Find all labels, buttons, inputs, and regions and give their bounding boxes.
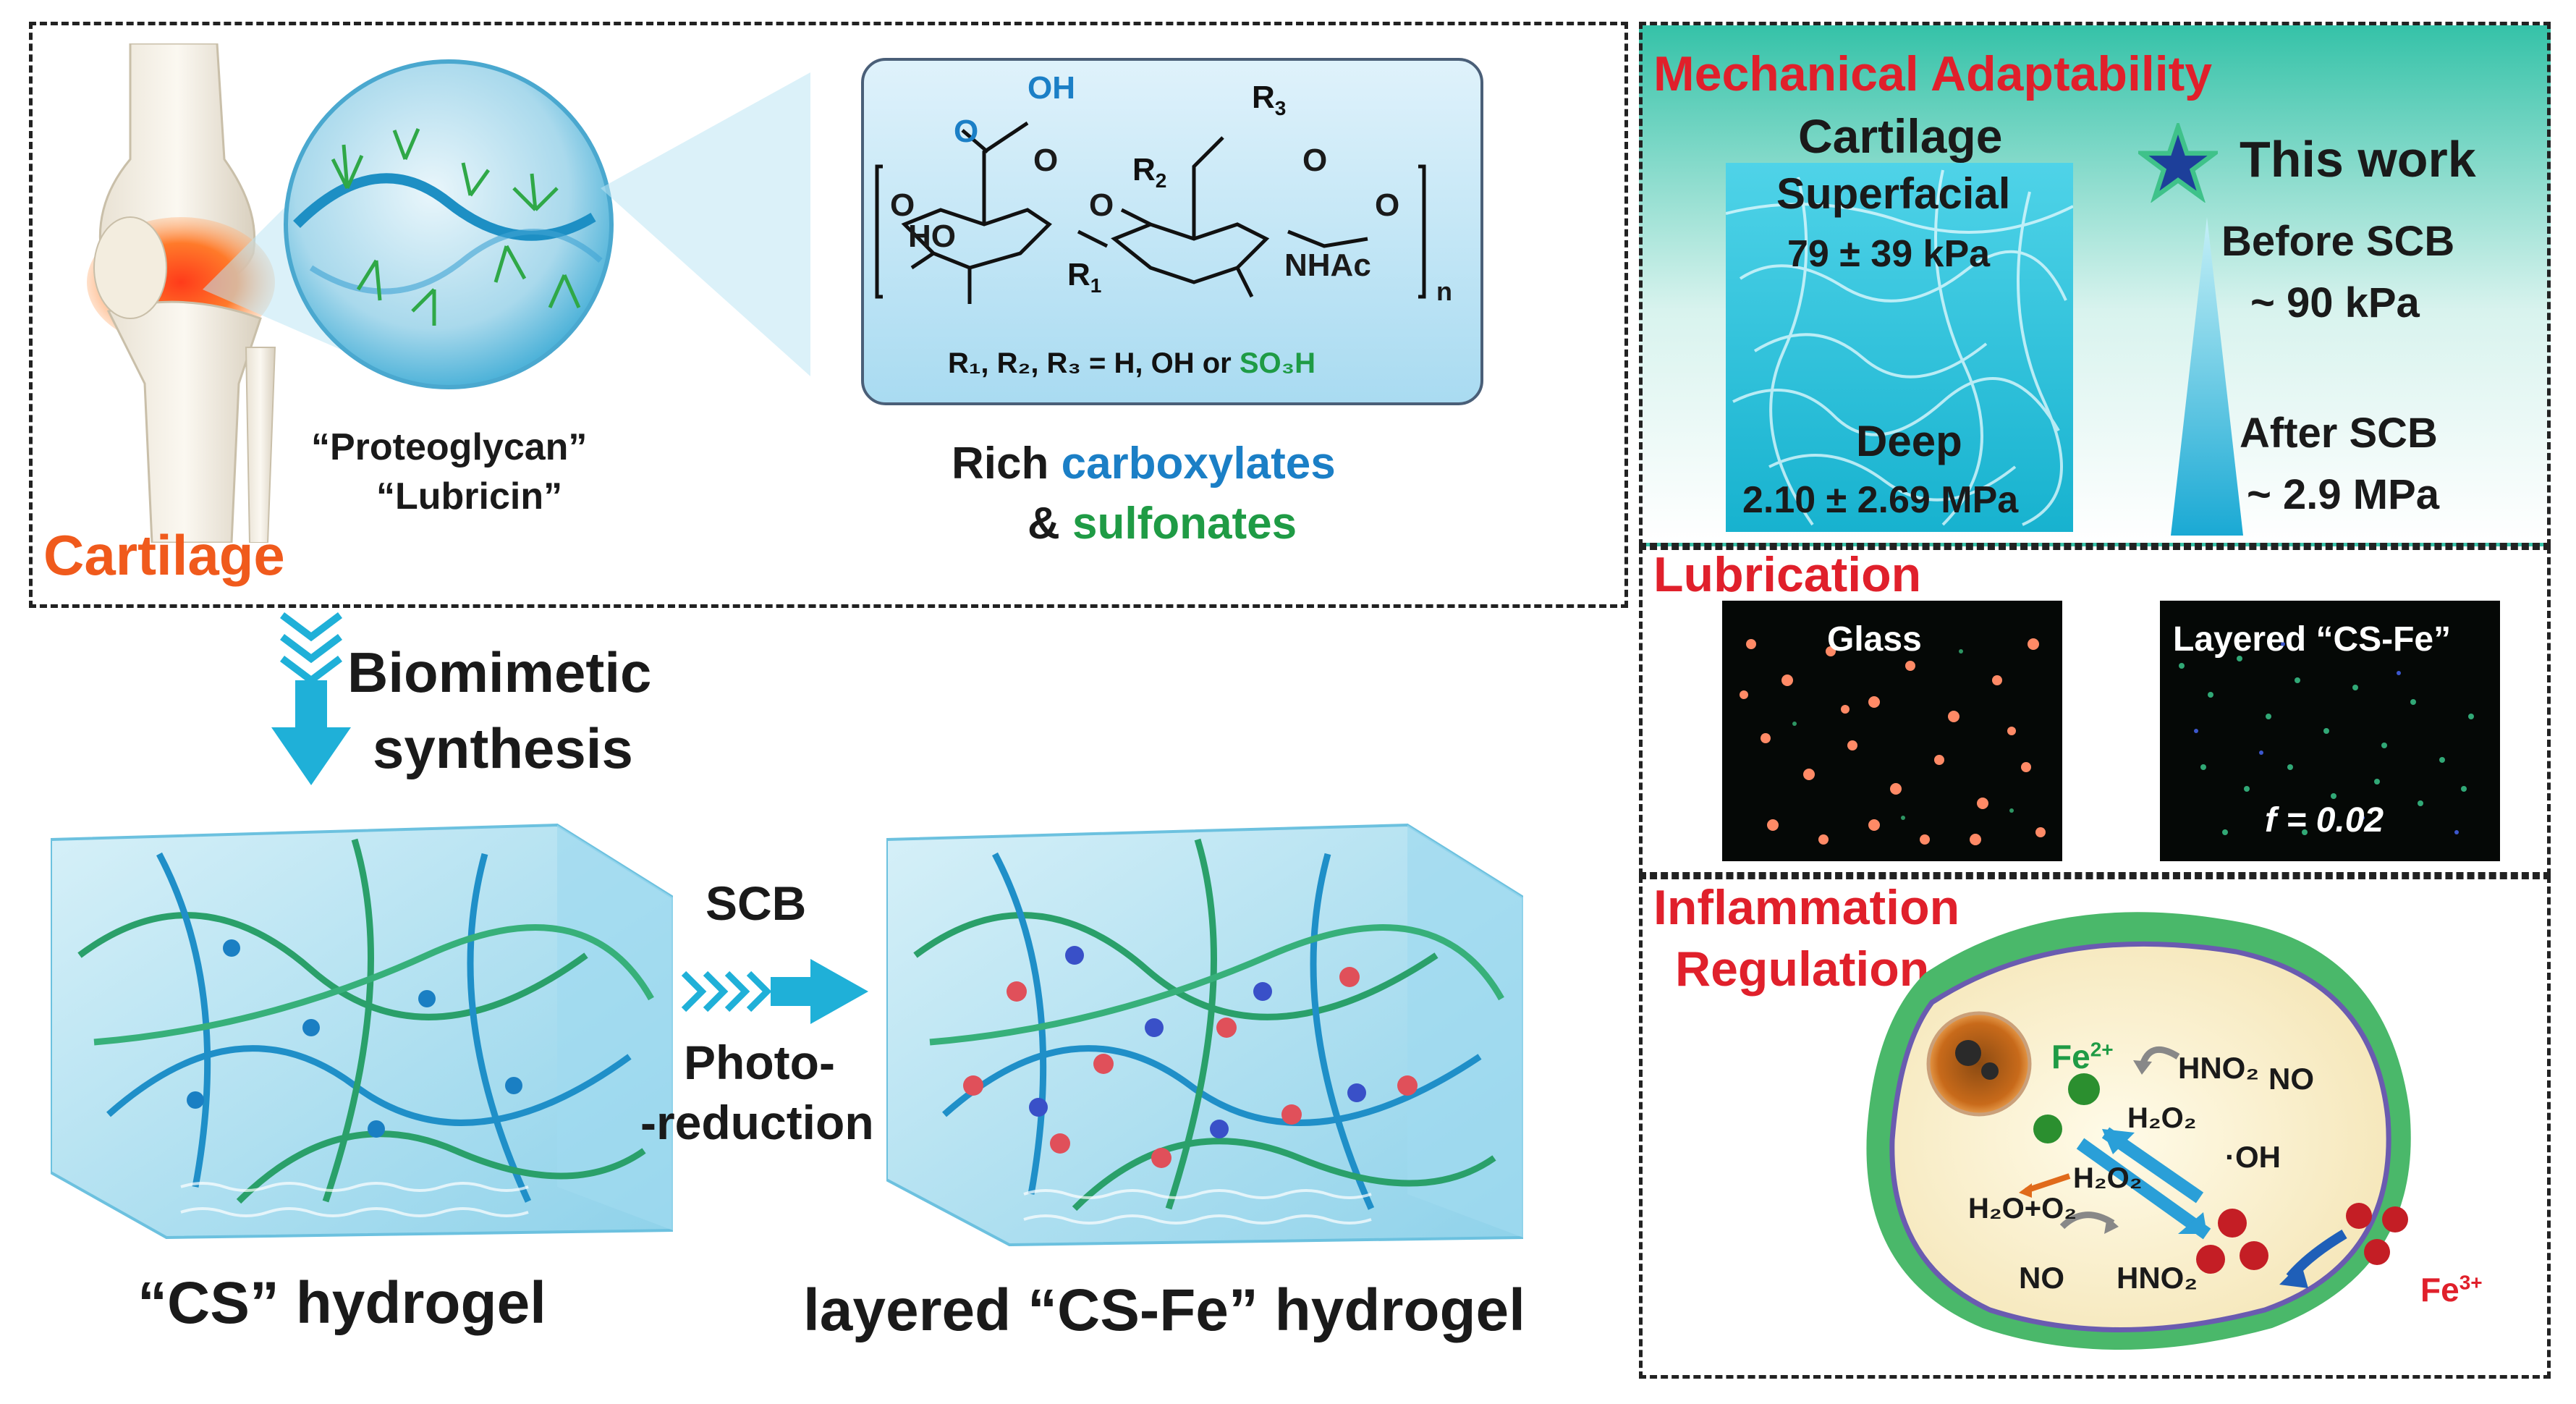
deep-label: Deep	[1856, 417, 1962, 465]
so3h-label: SO₃H	[1239, 347, 1316, 379]
lubrication-section	[1639, 546, 2551, 876]
layered-csfe-label: Layered “CS-Fe”	[2173, 620, 2452, 659]
before-scb-value: ~ 90 kPa	[2250, 279, 2420, 326]
right-arrow-icon	[681, 959, 868, 1024]
structure-nhac: NHAc	[1284, 248, 1371, 283]
hno2-top-label: HNO₂	[2178, 1051, 2259, 1085]
this-work-label: This work	[2240, 131, 2476, 187]
h2o2-a-label: H₂O₂	[2127, 1102, 2197, 1134]
reduction-label: -reduction	[640, 1096, 874, 1149]
lubricin-label: “Lubricin”	[376, 475, 563, 517]
inflammation-section	[1639, 876, 2551, 1379]
structure-ho: HO	[908, 219, 956, 254]
cartilage-composition-panel	[29, 22, 1628, 608]
biomimetic-label: Biomimetic	[347, 640, 652, 704]
chemical-structure-bonds	[875, 121, 1426, 304]
h2o2-b-label: H₂O₂	[2073, 1162, 2143, 1194]
lubrication-title: Lubrication	[1653, 547, 1922, 602]
fe2-superscript: 2+	[2090, 1038, 2114, 1061]
no-bottom-label: NO	[2019, 1261, 2064, 1295]
structure-r1: R1	[1067, 257, 1101, 297]
csfe-microscopy-image	[2160, 601, 2500, 861]
csfe-hydrogel-illustration	[886, 823, 1523, 1247]
before-scb-label: Before SCB	[2221, 218, 2455, 265]
structure-r3: R3	[1252, 80, 1286, 120]
cs-hydrogel-label: “CS” hydrogel	[137, 1270, 546, 1336]
h2o-o2-label: H₂O+O₂	[1968, 1193, 2077, 1225]
structure-r2: R2	[1132, 152, 1166, 193]
no-top-label: NO	[2268, 1062, 2314, 1096]
inflammation-title: Inflammation	[1653, 880, 1960, 935]
fe3-text: Fe	[2420, 1271, 2460, 1308]
structure-carbonyl-o: O	[954, 114, 979, 149]
after-scb-value: ~ 2.9 MPa	[2247, 471, 2439, 518]
fe2-text: Fe	[2051, 1038, 2090, 1075]
rich-carboxylates-line: Rich carboxylates	[952, 438, 1336, 489]
structure-substituents: R₁, R₂, R₃ = H, OH or SO₃H	[948, 347, 1315, 380]
fe3-label: Fe3+	[2420, 1270, 2483, 1309]
superfacial-label: Superfacial	[1776, 169, 2011, 218]
regulation-title: Regulation	[1675, 942, 1930, 997]
knee-joint-illustration	[87, 43, 276, 543]
substituents-text: R₁, R₂, R₃ = H, OH or	[948, 347, 1232, 379]
hno2-bottom-label: HNO₂	[2117, 1261, 2198, 1295]
cs-hydrogel-illustration	[51, 823, 673, 1240]
r3-letter: R	[1252, 80, 1275, 115]
synthesis-label: synthesis	[373, 716, 633, 780]
r1-letter: R	[1067, 257, 1090, 292]
fe3-superscript: 3+	[2459, 1271, 2483, 1294]
cartilage-tissue-image	[1726, 163, 2073, 532]
csfe-hydrogel-label: layered “CS-Fe” hydrogel	[803, 1277, 1525, 1343]
glass-cells-dots	[1740, 638, 2046, 845]
rich-label: Rich	[952, 439, 1049, 489]
mechanical-title: Mechanical Adaptability	[1653, 46, 2213, 101]
glass-label: Glass	[1827, 620, 1922, 659]
sulfonates-label: sulfonates	[1072, 499, 1297, 549]
gradient-wedge	[2171, 217, 2243, 536]
structure-link-mid-o: O	[1089, 187, 1114, 223]
down-arrow-icon	[271, 612, 351, 785]
carboxylates-label: carboxylates	[1061, 439, 1336, 489]
structure-n: n	[1436, 276, 1452, 306]
structure-ring1-o: O	[1033, 143, 1059, 178]
oh-radical-label: ·OH	[2225, 1140, 2281, 1174]
scb-label: SCB	[706, 876, 807, 930]
csfe-cells-dots	[2179, 642, 2474, 835]
glass-microscopy-image	[1722, 601, 2062, 861]
r3-subscript: 3	[1274, 96, 1287, 119]
structure-link-left-o: O	[890, 187, 915, 223]
r1-subscript: 1	[1090, 274, 1102, 297]
structure-link-right-o: O	[1375, 187, 1400, 223]
photo-label: Photo-	[684, 1036, 835, 1089]
structure-oh: OH	[1028, 70, 1075, 106]
r2-subscript: 2	[1155, 169, 1167, 192]
friction-coefficient-label: f = 0.02	[2265, 801, 2384, 840]
after-scb-label: After SCB	[2240, 410, 2438, 457]
deep-value: 2.10 ± 2.69 MPa	[1742, 479, 2019, 521]
superfacial-value: 79 ± 39 kPa	[1787, 233, 1991, 275]
amp-label: &	[1028, 499, 1060, 549]
star-icon	[2138, 123, 2218, 203]
cell-illustration	[1866, 912, 2411, 1350]
r2-letter: R	[1132, 152, 1156, 187]
proteoglycan-label: “Proteoglycan”	[311, 426, 588, 468]
sulfonates-line: & sulfonates	[1028, 498, 1297, 549]
fe2-label: Fe2+	[2051, 1037, 2114, 1076]
zoom-sphere-illustration	[203, 59, 810, 389]
cartilage-label: Cartilage	[43, 523, 285, 587]
structure-ring2-o: O	[1302, 143, 1328, 178]
cartilage-heading: Cartilage	[1798, 109, 2003, 163]
